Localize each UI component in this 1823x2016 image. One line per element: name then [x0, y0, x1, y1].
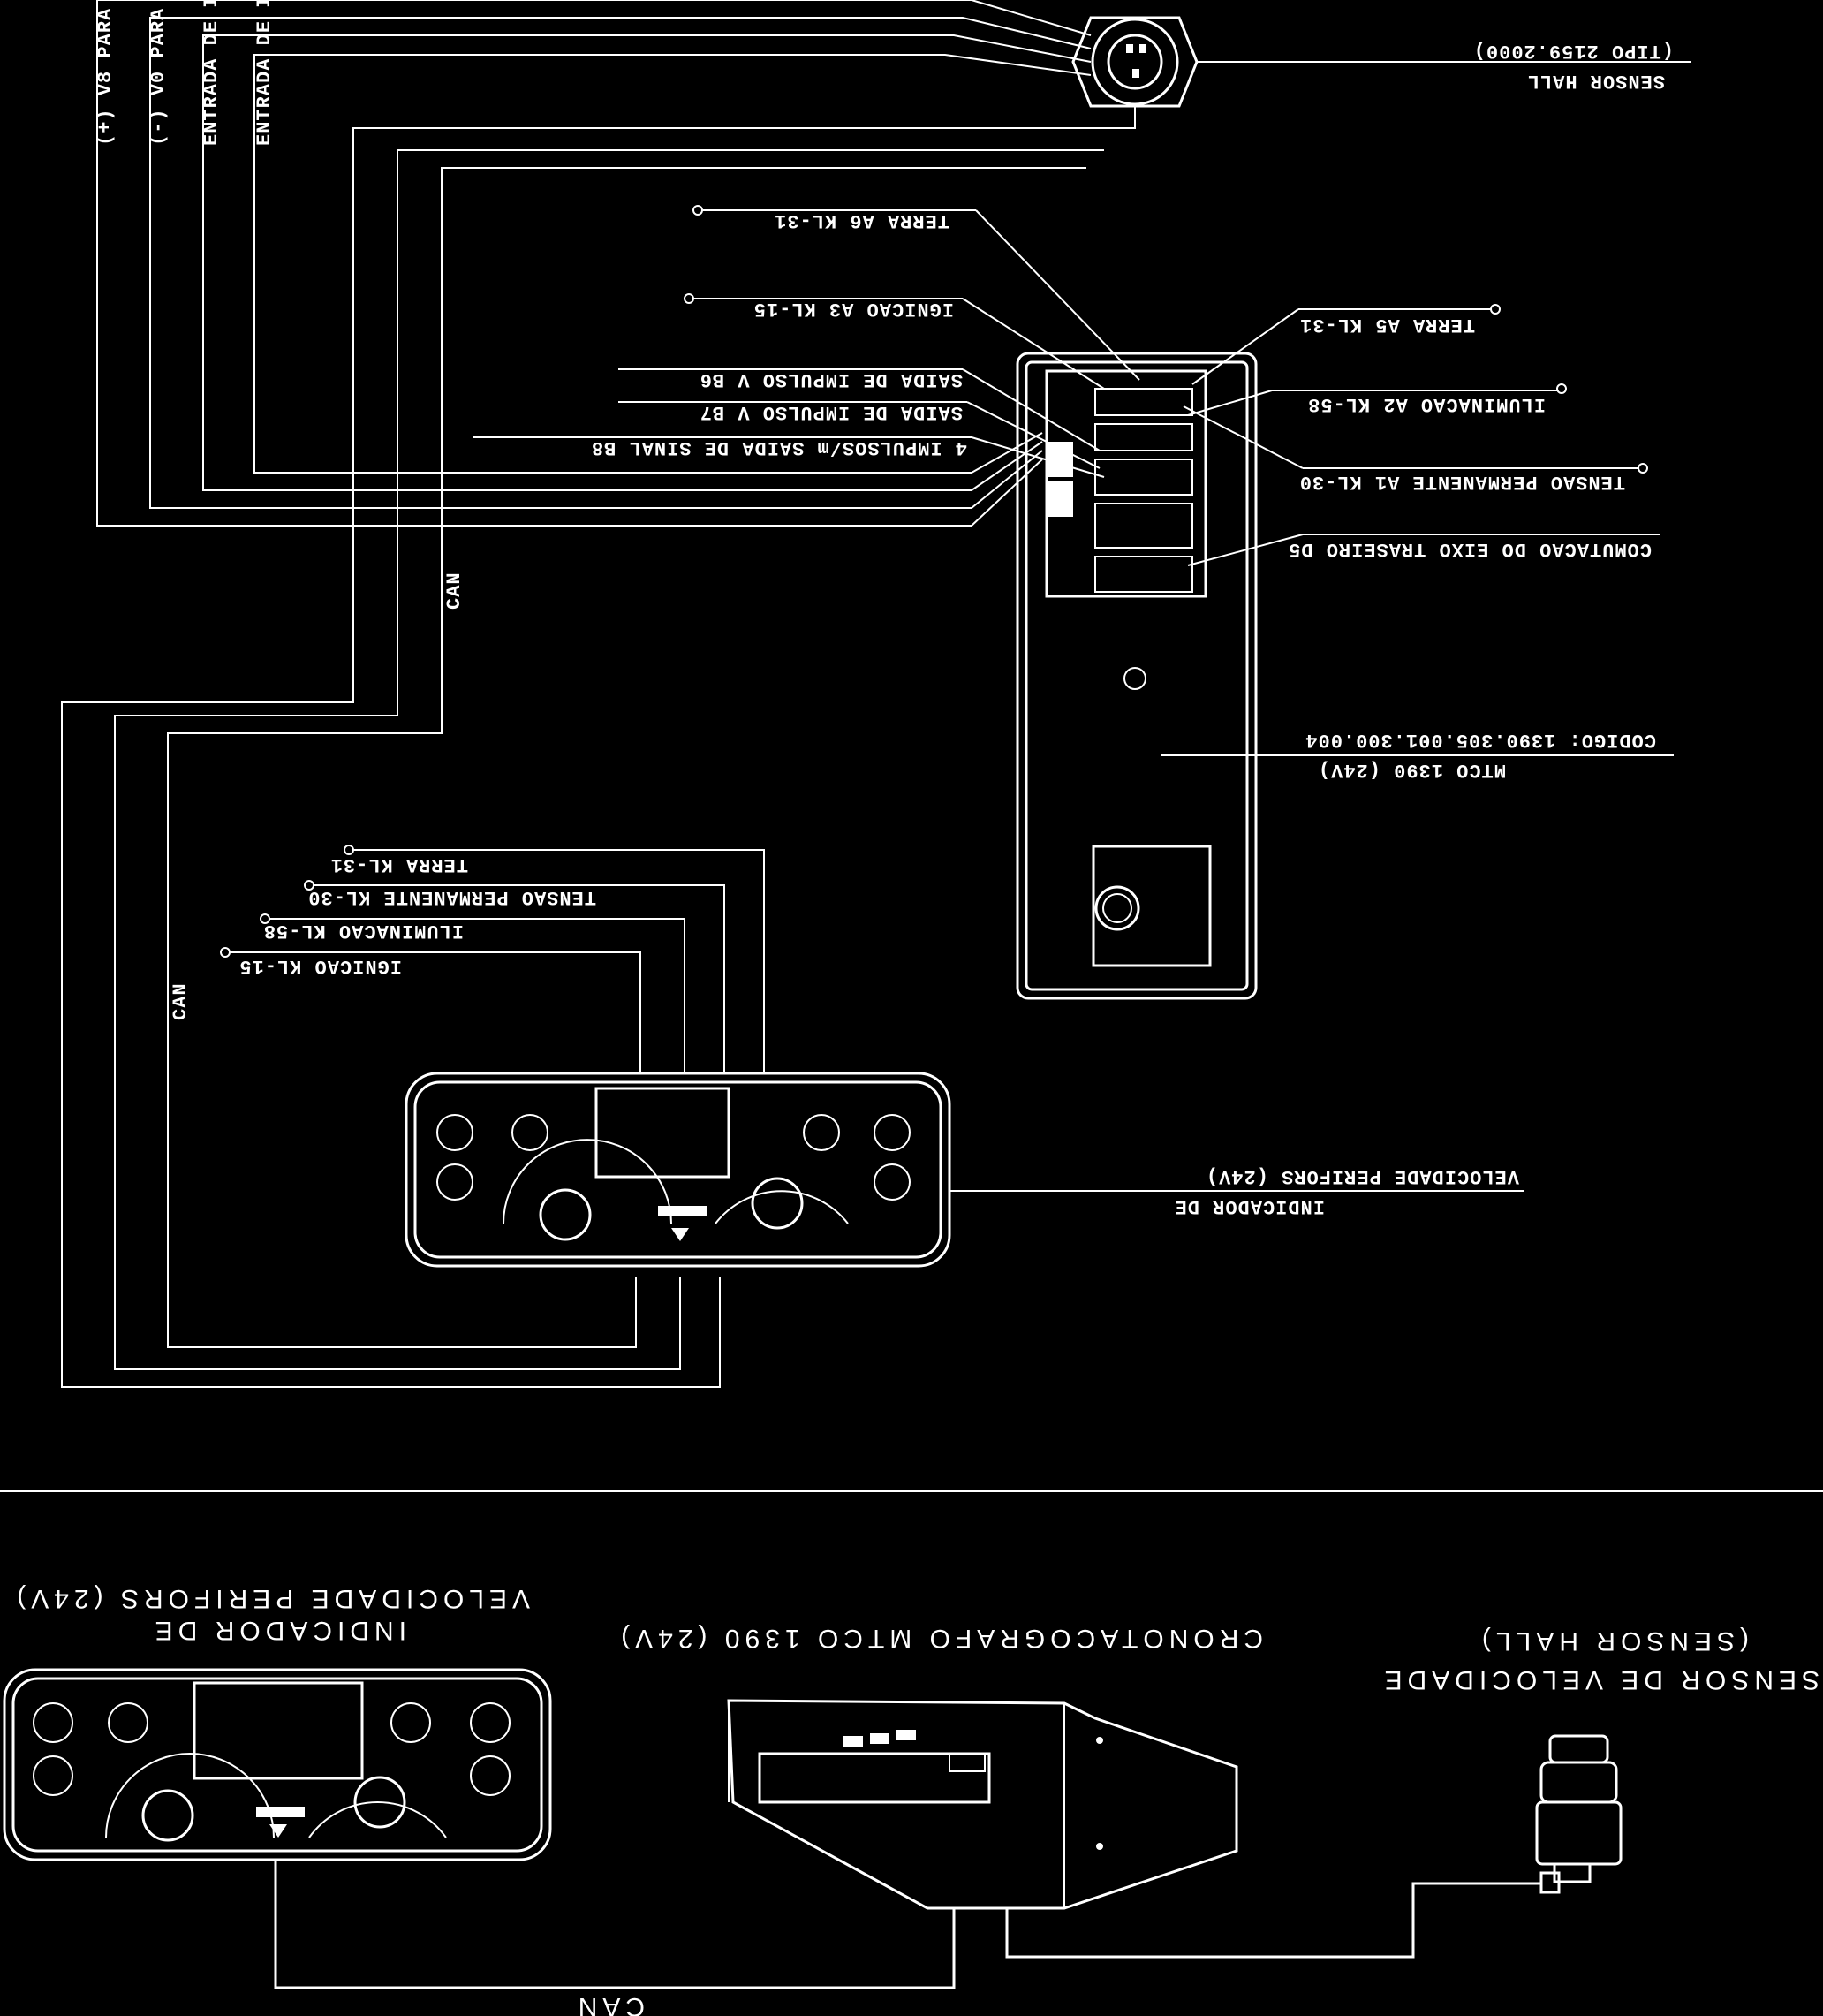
pin-comutacao-d5: COMUTACAO DO EIXO TRASEIRO D5	[1288, 538, 1652, 560]
pin-terra-a6: TERRA A6 KL-31	[774, 209, 949, 231]
tachograph-box	[727, 1699, 1238, 1910]
pin-saida-b8: 4 IMPULSOS/m SAIDA DE SINAL B8	[591, 436, 967, 459]
hall-sensor	[1071, 16, 1691, 108]
speed-indicator-upper	[405, 1072, 1524, 1268]
pin-saida-b7: SAIDA DE IMPULSO V B7	[700, 401, 963, 423]
sensor-device-label-1: SENSOR DE VELOCIDADE	[1380, 1665, 1819, 1694]
ind-pin-tensao: TENSAO PERMANENTE KL-30	[307, 886, 596, 908]
pin-leads	[473, 205, 1660, 566]
bottom-indicator-label-1: INDICADOR DE	[150, 1616, 406, 1645]
speed-indicator-lower	[3, 1668, 552, 1861]
sensor-wires	[96, 0, 1092, 527]
ind-pin-ignicao: IGNICAO KL-15	[238, 955, 402, 977]
mtco-label-1: MTCO 1390 (24V)	[1318, 759, 1506, 781]
bottom-indicator-label-2: VELOCIDADE PERIFORS (24V)	[11, 1584, 530, 1613]
wire-label-b4: ENTRADA DE IMPULSO B4	[253, 0, 276, 146]
indicator-label-1: INDICADOR DE	[1175, 1195, 1325, 1217]
speed-sensor-device	[1535, 1734, 1623, 1894]
wire-label-b3: ENTRADA DE IMPULSO B3	[200, 0, 223, 146]
wire-label-1b: (+) V8 PARA SENSOR 1B	[95, 0, 117, 146]
sensor-label-2: (TIPO 2159.2000)	[1473, 40, 1674, 62]
bottom-connections	[274, 1860, 1541, 1989]
pin-tensao-a1: TENSAO PERMANENTE A1 KL-30	[1299, 471, 1625, 493]
mtco-label-2: CODIGO: 1390.305.001.300.004	[1305, 729, 1656, 751]
tachograph-label: CRONOTACOGRAFO MTCO 1390 (24V)	[616, 1624, 1263, 1653]
ind-pin-iluminacao: ILUMINACAO KL-58	[263, 920, 464, 942]
wire-label-2b: (-) V0 PARA SENSOR 2B	[148, 0, 170, 146]
ind-pin-terra: TERRA KL-31	[330, 853, 468, 875]
pin-iluminacao-a2: ILUMINACAO A2 KL-58	[1307, 393, 1546, 415]
can-cables	[61, 106, 1136, 1388]
can-label-2: CAN	[170, 982, 192, 1020]
sensor-device-label-2: (SENSOR HALL)	[1477, 1626, 1749, 1656]
can-label-1: CAN	[443, 572, 465, 610]
pin-saida-b6: SAIDA DE IMPULSO V B6	[700, 368, 963, 390]
pin-terra-a5: TERRA A5 KL-31	[1299, 314, 1475, 336]
mtco-unit	[1016, 352, 1674, 1000]
pin-ignicao-a3: IGNICAO A3 KL-15	[753, 298, 954, 320]
indicator-leads	[220, 845, 765, 1073]
sensor-label-1: SENSOR HALL	[1527, 70, 1665, 92]
can-label-3: CAN	[573, 1992, 645, 2016]
indicator-label-2: VELOCIDADE PERIFORS (24V)	[1206, 1165, 1519, 1187]
